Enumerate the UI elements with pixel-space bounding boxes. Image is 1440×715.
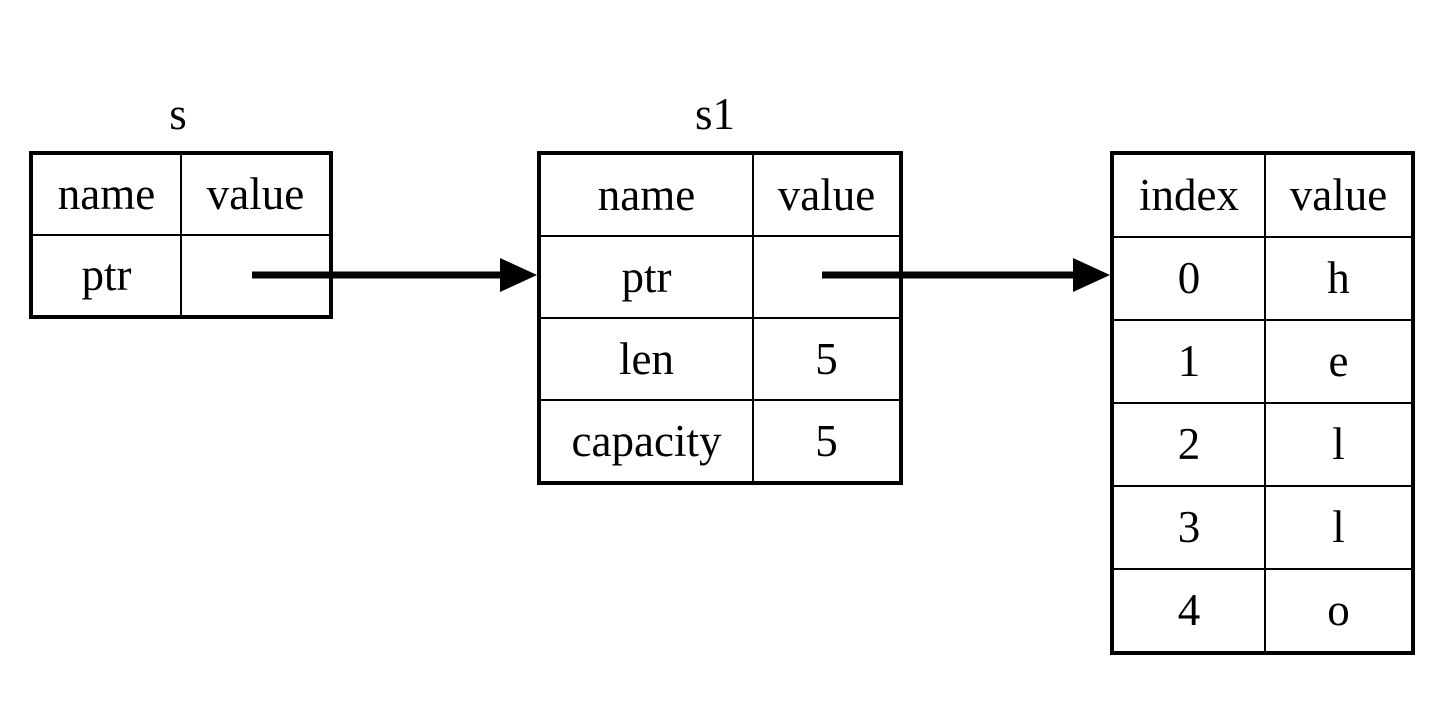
table-s1-row0-name: ptr: [539, 235, 754, 319]
table-heap-header-value: value: [1264, 153, 1413, 238]
table-heap-row4-index: 4: [1112, 568, 1266, 653]
table-heap-row2-value: l: [1264, 402, 1413, 487]
table-row-header: name value: [31, 153, 331, 236]
table-row: capacity 5: [539, 399, 901, 483]
table-row: 1 e: [1112, 319, 1413, 404]
table-heap-row0-index: 0: [1112, 236, 1266, 321]
table-s1-row2-value: 5: [752, 399, 901, 483]
table-row: 0 h: [1112, 236, 1413, 321]
table-s1-row0-value: [752, 235, 901, 319]
table-s1-row1-name: len: [539, 317, 754, 401]
table-s-header-name: name: [31, 153, 182, 236]
table-row: 2 l: [1112, 402, 1413, 487]
table-heap-row2-index: 2: [1112, 402, 1266, 487]
table-s1-title: s1: [694, 89, 735, 139]
table-s1-header-name: name: [539, 153, 754, 237]
table-heap-row3-index: 3: [1112, 485, 1266, 570]
table-row: ptr: [539, 235, 901, 319]
table-row: len 5: [539, 317, 901, 401]
table-heap-row0-value: h: [1264, 236, 1413, 321]
table-s1: name value ptr len 5 capacity 5: [537, 151, 903, 485]
table-row: ptr: [31, 234, 331, 317]
table-heap-buffer: index value 0 h 1 e 2 l 3 l 4 o: [1110, 151, 1415, 655]
table-heap-row4-value: o: [1264, 568, 1413, 653]
table-row-header: index value: [1112, 153, 1413, 238]
table-s1-row1-value: 5: [752, 317, 901, 401]
table-s-row0-value: [180, 234, 331, 317]
table-heap-row1-index: 1: [1112, 319, 1266, 404]
table-row: 3 l: [1112, 485, 1413, 570]
table-s: name value ptr: [29, 151, 333, 319]
table-heap-row3-value: l: [1264, 485, 1413, 570]
table-heap-header-index: index: [1112, 153, 1266, 238]
table-s1-row2-name: capacity: [539, 399, 754, 483]
table-heap-row1-value: e: [1264, 319, 1413, 404]
table-s-row0-name: ptr: [31, 234, 182, 317]
table-s-title: s: [169, 89, 187, 139]
table-row: 4 o: [1112, 568, 1413, 653]
table-s-header-value: value: [180, 153, 331, 236]
table-s1-header-value: value: [752, 153, 901, 237]
table-row-header: name value: [539, 153, 901, 237]
